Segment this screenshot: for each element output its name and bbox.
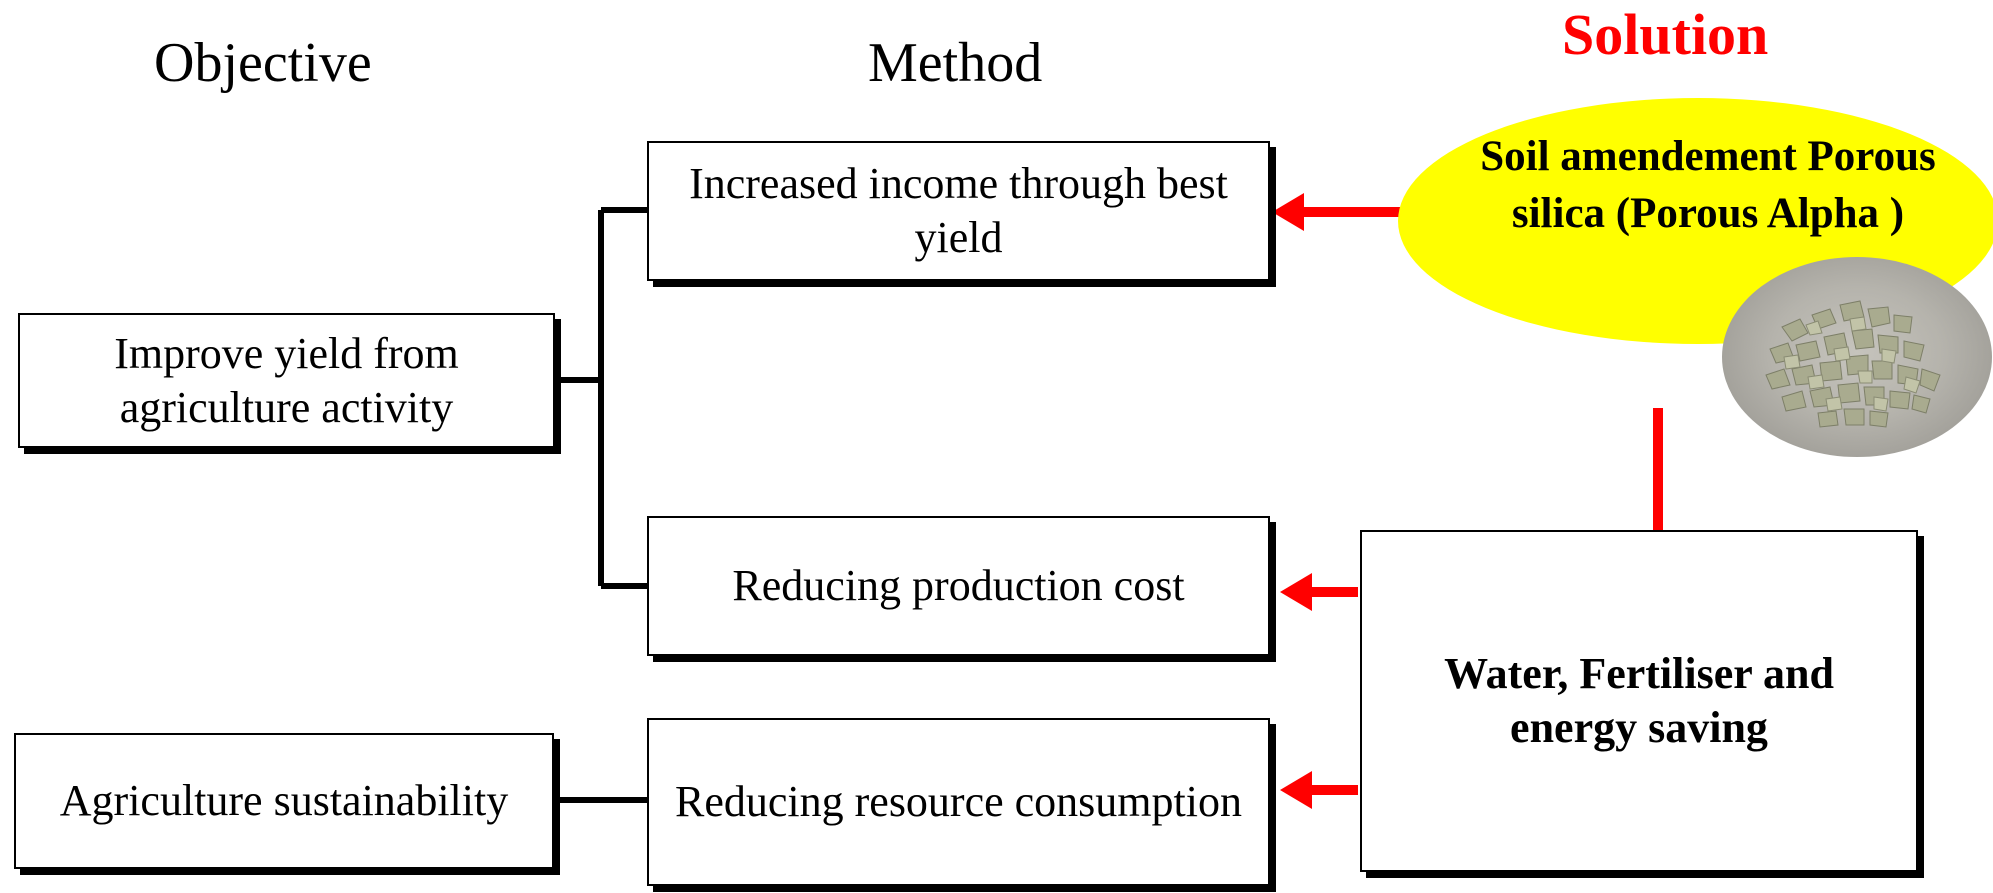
method-box-production-cost: Reducing production cost [647,516,1270,656]
soil-amendment-line-1: Soil amendement Porous [1480,133,1936,180]
objective-box-improve-yield: Improve yield from agriculture activity [18,313,555,448]
objective-label-sustainability: Agriculture sustainability [59,776,509,825]
arrow-to-resource-consumption [1280,771,1358,809]
savings-text: Water, Fertiliser and energy saving [1444,647,1834,755]
water-fertiliser-energy-box: Water, Fertiliser and energy saving [1360,530,1918,872]
objective-label-improve-yield: Improve yield from agriculture activity [114,328,459,432]
objective-heading: Objective [154,32,372,94]
arrow-to-production-cost [1280,573,1358,611]
porous-silica-photo [1722,257,1992,457]
granules-illustration [1765,300,1941,428]
arrow-to-income [1272,193,1400,231]
savings-line-2: energy saving [1510,703,1768,752]
soil-amendment-line-2: silica (Porous Alpha ) [1511,190,1905,237]
connector-tree [554,207,649,803]
method-label-production-cost: Reducing production cost [732,561,1185,610]
method-label-increased-income: Increased income through best yield [689,159,1228,262]
objective-box-sustainability: Agriculture sustainability [14,733,554,869]
solution-heading: Solution [1562,2,1769,67]
method-heading: Method [868,32,1043,94]
soil-amendment-text: Soil amendement Porous silica (Porous Al… [1428,128,1988,242]
method-box-resource-consumption: Reducing resource consumption [647,718,1270,886]
method-box-increased-income: Increased income through best yield [647,141,1270,281]
method-label-resource-consumption: Reducing resource consumption [675,777,1242,826]
savings-line-1: Water, Fertiliser and [1444,649,1834,698]
